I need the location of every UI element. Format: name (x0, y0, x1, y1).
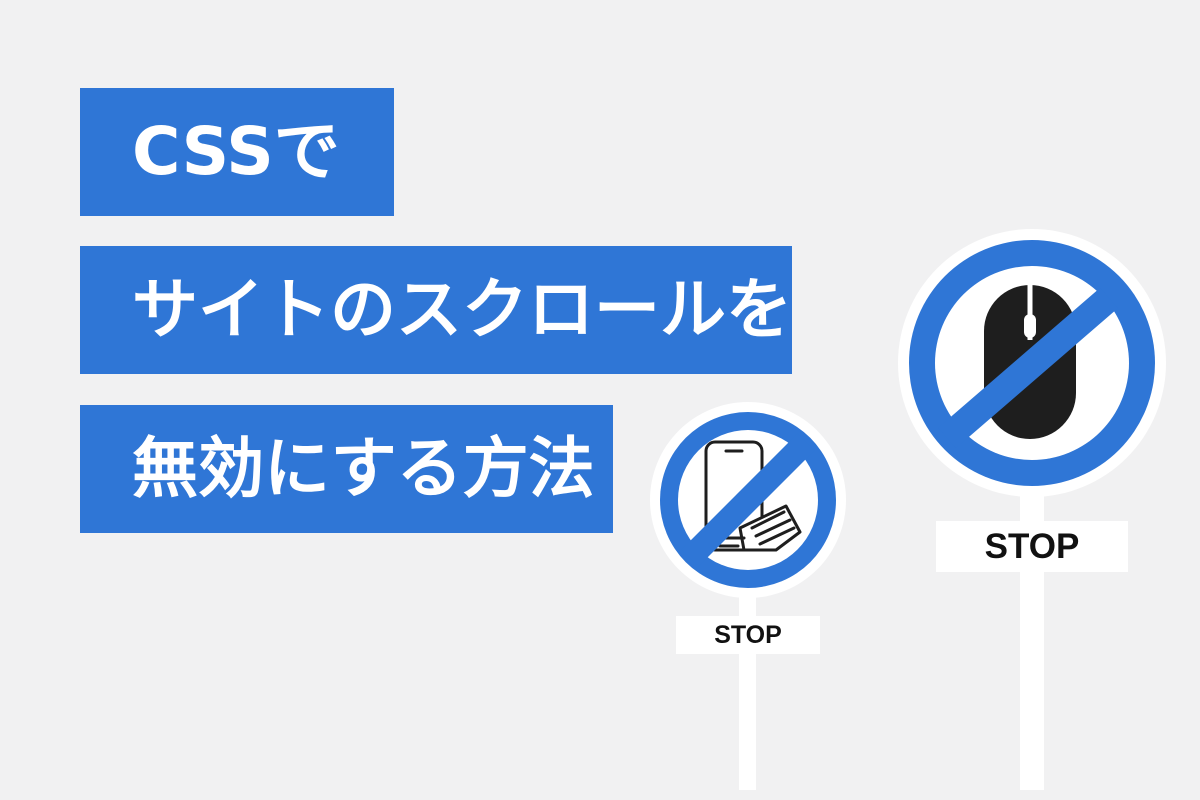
title-line-3: 無効にする方法 (80, 405, 613, 533)
title-line-1: CSSで (80, 88, 394, 216)
smartphone-swipe-icon (704, 440, 802, 552)
title-line-2: サイトのスクロールを (80, 246, 792, 374)
no-swipe-sign (650, 402, 846, 598)
stop-label-large: STOP (936, 521, 1128, 572)
stop-label-small: STOP (676, 616, 820, 654)
no-mouse-sign (898, 229, 1166, 497)
large-sign-pole (1020, 470, 1044, 790)
